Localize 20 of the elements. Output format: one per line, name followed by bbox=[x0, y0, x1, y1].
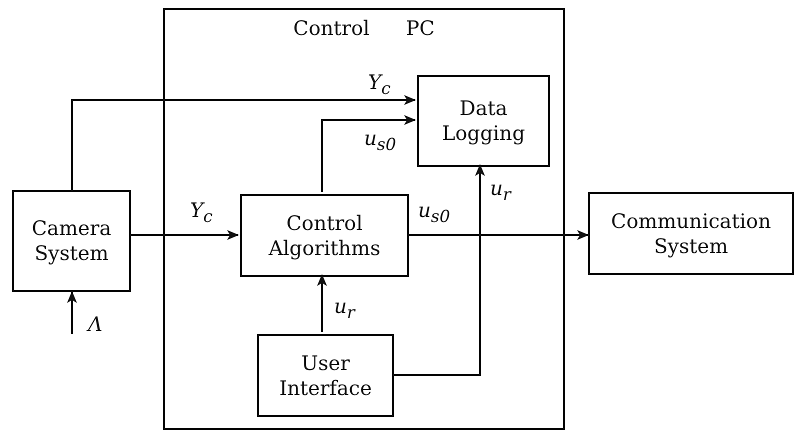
edge-label: Λ bbox=[86, 314, 104, 334]
process-box bbox=[417, 75, 550, 167]
arrow bbox=[392, 164, 485, 376]
node-label: Camera System bbox=[30, 216, 112, 266]
node-label: Communication System bbox=[610, 208, 772, 258]
arrow bbox=[321, 115, 416, 192]
process-box bbox=[588, 192, 794, 275]
node-label: Data Logging bbox=[440, 96, 526, 146]
process-box bbox=[240, 194, 409, 277]
process-box bbox=[12, 190, 131, 292]
arrow bbox=[407, 230, 589, 240]
node-label: Control PC bbox=[293, 16, 435, 41]
node-label: Control Algorithms bbox=[268, 210, 382, 260]
process-box bbox=[257, 334, 394, 417]
arrow bbox=[131, 230, 239, 240]
group-box bbox=[163, 8, 565, 430]
node-label: User Interface bbox=[278, 350, 373, 400]
arrow bbox=[317, 274, 327, 332]
arrow bbox=[71, 95, 416, 190]
arrow bbox=[67, 291, 77, 334]
